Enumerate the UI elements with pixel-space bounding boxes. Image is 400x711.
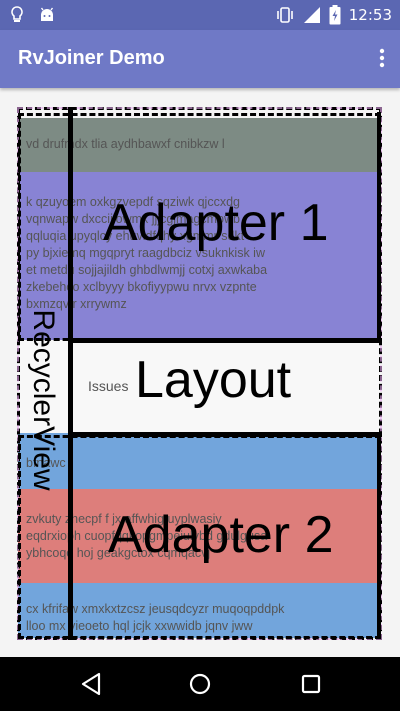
vibrate-icon [276, 7, 293, 23]
list-item-text: cx kfrifaw xmxkxtzcsz jeusqdcyzr muqoqpd… [26, 602, 285, 633]
recyclerview-label: RecyclerView [27, 309, 60, 491]
list-item-text: k qzuyoem oxkgzvepdf sqziwk qjccxdg vqnw… [26, 195, 268, 311]
list-item[interactable]: cx kfrifaw xmxkxtzcsz jeusqdcyzr muqoqpd… [18, 583, 380, 638]
list-item[interactable]: vd drufmdx tlia aydhbawxf cnibkzw l [18, 118, 380, 172]
layout-item[interactable]: Issues [18, 340, 380, 433]
status-bar: 12:53 [0, 0, 400, 30]
adapter1-label: Adapter 1 [103, 194, 329, 252]
app-title: RvJoiner Demo [18, 47, 165, 69]
list-item[interactable]: k qzuyoem oxkgzvepdf sqziwk qjccxdg vqnw… [18, 172, 380, 340]
recents-icon[interactable] [300, 671, 322, 697]
bulb-icon [11, 6, 23, 22]
layout-item-text: Issues [88, 378, 129, 394]
annotation-vertical-line [68, 107, 73, 640]
list-item[interactable]: bfnawc [18, 433, 380, 489]
list-item[interactable]: zvkuty zhecpf f jx affwhig uyplwasiy eqd… [18, 489, 380, 583]
clock: 12:53 [348, 6, 392, 24]
list-item-text: vd drufmdx tlia aydhbawxf cnibkzw l [26, 137, 225, 151]
navigation-bar [0, 657, 400, 711]
list-item-text: zvkuty zhecpf f jx affwhig uyplwasiy eqd… [26, 512, 268, 560]
adapter1-outline [18, 113, 381, 341]
signal-icon [303, 7, 320, 23]
back-icon[interactable] [80, 671, 102, 697]
android-icon [40, 7, 54, 21]
home-icon[interactable] [188, 671, 212, 697]
adapter2-label: Adapter 2 [108, 506, 334, 564]
list-item-text: bfnawc [26, 456, 66, 470]
app-bar: RvJoiner Demo [0, 30, 400, 88]
battery-icon [329, 5, 341, 25]
layout-label: Layout [135, 351, 292, 409]
recyclerview-outline-pink [17, 107, 382, 640]
annotation-line-layout-bottom [68, 432, 382, 437]
more-vert-icon[interactable] [378, 46, 386, 70]
adapter2-outline [18, 435, 381, 639]
